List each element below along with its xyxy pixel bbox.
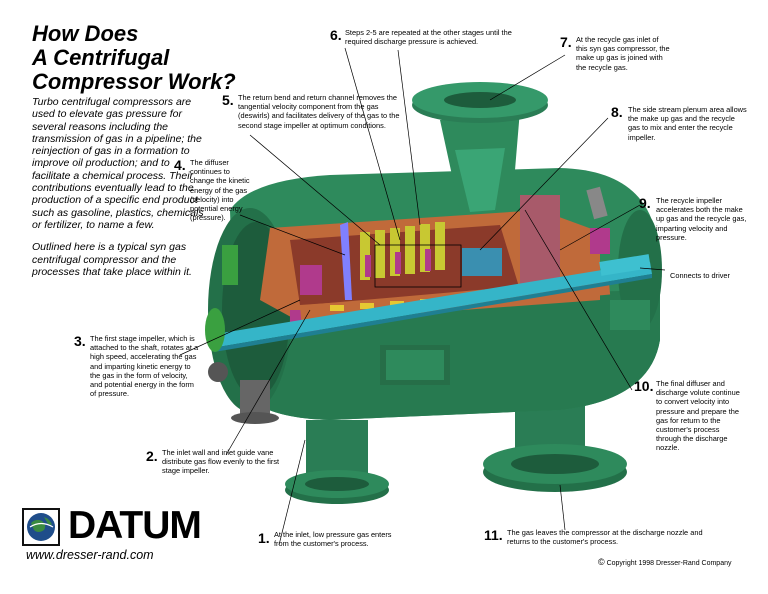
callout-5-number: 5. (222, 92, 234, 108)
leader-lines (179, 47, 666, 546)
callout-4-text: The diffuser continues to change the kin… (190, 158, 250, 223)
end-cover-left (205, 245, 279, 424)
intro-paragraph-1: Turbo centrifugal compressors are used t… (32, 96, 204, 231)
callout-5-text: The return bend and return channel remov… (238, 93, 400, 130)
website-link[interactable]: www.dresser-rand.com (26, 548, 154, 562)
intro-paragraph-2: Outlined here is a typical syn gas centr… (32, 241, 192, 278)
callout-6-number: 6. (330, 27, 342, 43)
callout-11-number: 11. (484, 527, 503, 543)
copyright-icon: © (598, 557, 605, 567)
recycle-inlet-nozzle (412, 82, 548, 235)
page-title: How Does A Centrifugal Compressor Work? (32, 21, 236, 94)
callout-10-number: 10. (634, 378, 654, 394)
callout-7-number: 7. (560, 34, 572, 50)
callout-1-number: 1. (258, 530, 270, 546)
driver-label: Connects to driver (670, 271, 730, 280)
callout-1-text: At the inlet, low pressure gas enters fr… (274, 530, 392, 549)
datum-logo: DATUM (22, 504, 232, 548)
callout-6-text: Steps 2-5 are repeated at the other stag… (345, 28, 512, 47)
callout-7-text: At the recycle gas inlet of this syn gas… (576, 35, 670, 72)
callout-11-text: The gas leaves the compressor at the dis… (507, 528, 703, 547)
callout-10-text: The final diffuser and discharge volute … (656, 379, 740, 453)
callout-2-text: The inlet wall and inlet guide vane dist… (162, 448, 280, 476)
shaft (210, 254, 652, 352)
brand-name: DATUM (68, 504, 202, 547)
copyright-text: Copyright 1998 Dresser-Rand Company (606, 560, 732, 567)
copyright: © Copyright 1998 Dresser-Rand Company (598, 557, 732, 567)
callout-8-text: The side stream plenum area allows the m… (628, 105, 747, 142)
intro-text: Turbo centrifugal compressors are used t… (32, 96, 204, 288)
callout-9-number: 9. (639, 195, 651, 211)
callout-4-number: 4. (174, 157, 186, 173)
callout-3-number: 3. (74, 333, 86, 349)
callout-8-number: 8. (611, 104, 623, 120)
end-cover-right (380, 186, 650, 385)
callout-2-number: 2. (146, 448, 158, 464)
callout-3-text: The first stage impeller, which is attac… (90, 334, 199, 399)
globe-logo-icon (22, 508, 60, 546)
callout-9-text: The recycle impeller accelerates both th… (656, 196, 747, 242)
left-pedestal (285, 420, 389, 504)
